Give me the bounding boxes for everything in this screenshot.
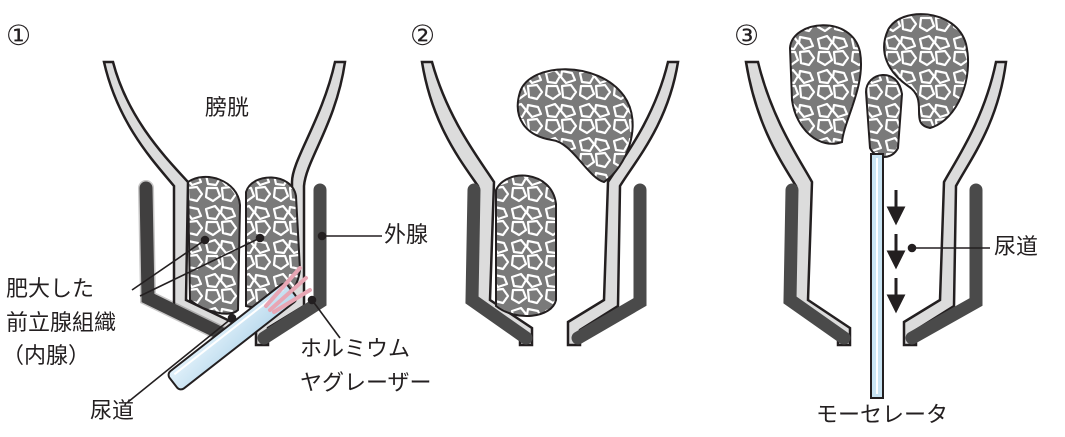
panel-marker-2: ② <box>410 22 435 50</box>
label-outer-gland: 外腺 <box>384 222 428 250</box>
label-hypertrophic-line-1: 肥大した <box>6 276 116 304</box>
label-hypertrophic-line-3: （内腺） <box>2 343 112 371</box>
panel-marker-3: ③ <box>734 22 759 50</box>
label-holmium-laser: ホルミウム ヤグレーザー <box>300 336 432 397</box>
enucleated-lobe <box>518 69 633 182</box>
label-bladder: 膀胱 <box>205 95 249 123</box>
label-holmium-line-2: ヤグレーザー <box>300 370 432 398</box>
label-holmium-line-1: ホルミウム <box>300 336 432 364</box>
remaining-lobe <box>496 176 556 316</box>
label-morcellator: モーセレータ <box>816 402 948 430</box>
panel-2-organ <box>422 62 678 345</box>
suction-arrows <box>889 190 903 310</box>
fragment-center <box>866 75 902 157</box>
panel-3-organ <box>746 14 1006 398</box>
panel-marker-1: ① <box>6 22 31 50</box>
label-urethra-right: 尿道 <box>994 234 1038 262</box>
label-urethra-left: 尿道 <box>90 398 134 426</box>
left-lobe <box>188 177 240 314</box>
label-hypertrophic-line-2: 前立腺組織 <box>6 310 116 338</box>
label-hypertrophic-tissue: 肥大した 前立腺組織 （内腺） <box>6 276 116 371</box>
fragment-left <box>790 25 861 144</box>
